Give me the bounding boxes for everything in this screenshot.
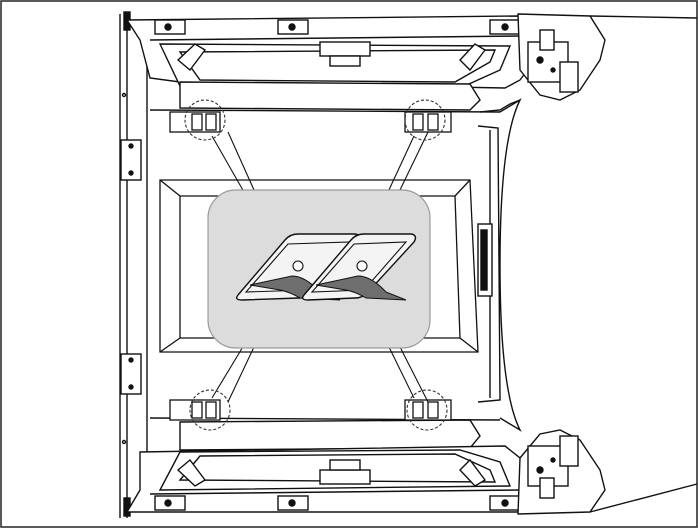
lower-inner-bar <box>149 417 501 451</box>
marker-bottom-left <box>189 389 231 431</box>
callout-pointers <box>211 131 429 403</box>
left-side-panel <box>119 11 148 518</box>
right-side-panel <box>477 98 522 432</box>
highlight-markers <box>184 99 448 431</box>
top-rail <box>125 15 536 89</box>
protective-film-stickers-icon <box>207 189 431 349</box>
bottom-rail <box>125 445 531 513</box>
marker-top-right <box>404 99 446 141</box>
marker-bottom-right <box>406 389 448 431</box>
upper-inner-bar <box>149 81 501 113</box>
top-right-hinge <box>517 13 698 101</box>
bottom-right-hinge <box>517 429 698 515</box>
marker-top-left <box>184 99 226 141</box>
mounting-brackets <box>169 111 452 421</box>
